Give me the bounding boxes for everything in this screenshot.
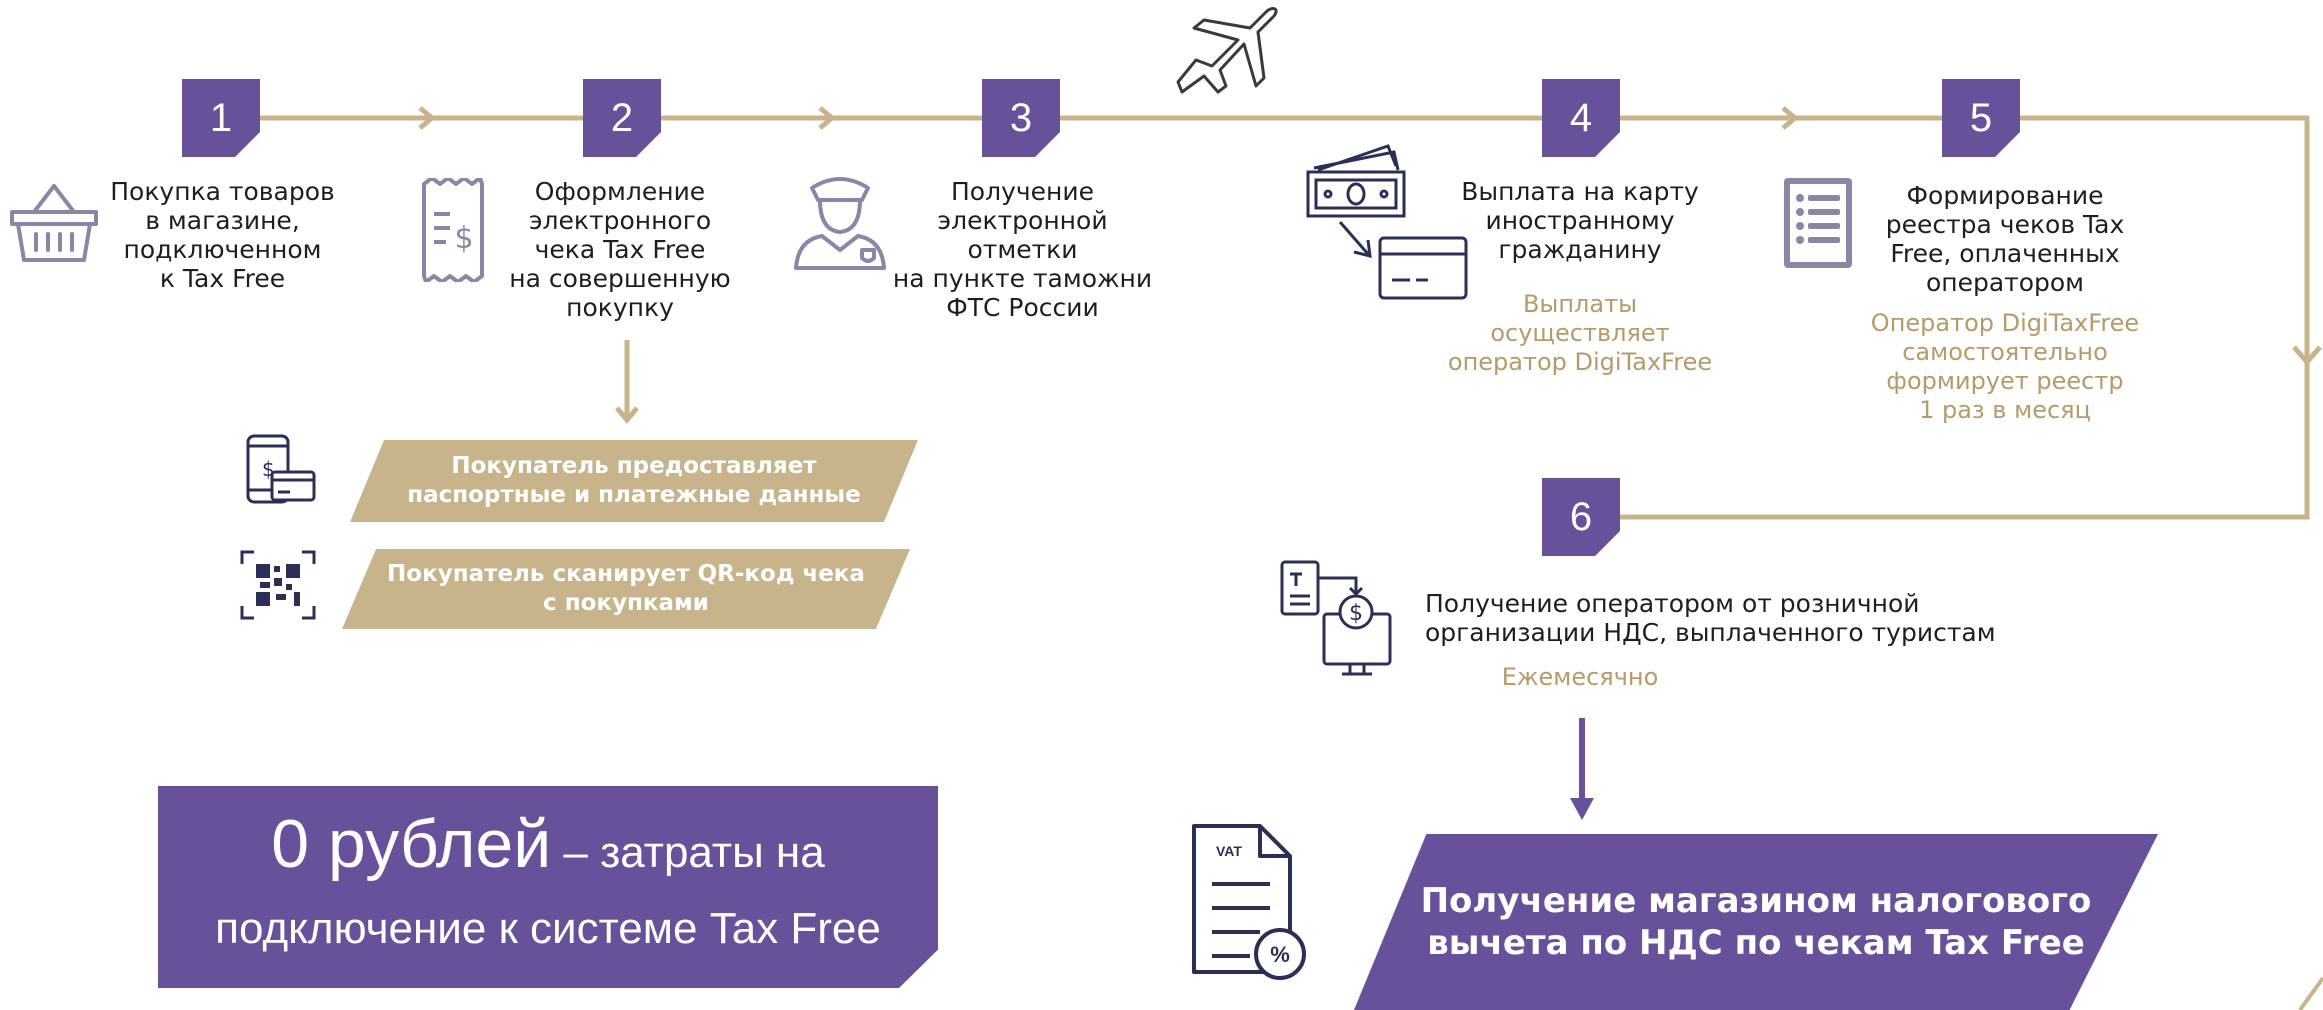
- step-3-number: 3: [982, 79, 1060, 157]
- cost-amount: 0 рублей: [271, 806, 552, 882]
- customs-officer-icon: [794, 177, 886, 270]
- arrow-head-1-2: [418, 106, 436, 130]
- sub-banner-qr-scan: Покупатель сканирует QR-код чека с покуп…: [342, 549, 910, 629]
- vat-document-label: VAT: [1216, 843, 1242, 859]
- sub-banner-passport-data: Покупатель предоставляет паспортные и пл…: [350, 440, 918, 522]
- step-2-text: Оформление электронного чека Tax Free на…: [509, 177, 731, 322]
- step-6-note: Ежемесячно: [1501, 663, 1659, 691]
- cost-banner: 0 рублей – затраты на подключение к сист…: [158, 786, 938, 988]
- receipt-icon: $: [422, 178, 484, 282]
- shopping-basket-icon: [10, 184, 98, 262]
- svg-text:$: $: [262, 457, 275, 481]
- step-4-note: Выплаты осуществляет оператор DigiTaxFre…: [1447, 290, 1713, 376]
- result-banner: Получение магазином налогового вычета по…: [1354, 834, 2158, 1010]
- cash-to-card-icon: [1306, 144, 1468, 300]
- vat-document-icon: VAT %: [1192, 824, 1306, 980]
- step-3-text: Получение электронной отметки на пункте …: [892, 177, 1153, 322]
- cost-caption-2: подключение к системе Tax Free: [215, 904, 881, 953]
- arrow-head-down-right: [2292, 345, 2322, 366]
- vat-transfer-icon: $: [1280, 560, 1392, 676]
- register-list-icon: [1784, 178, 1852, 268]
- arrow-head-4-5: [1781, 106, 1799, 130]
- return-flow-line: [1620, 115, 2310, 520]
- svg-text:$: $: [1349, 601, 1363, 626]
- step-4-number: 4: [1542, 79, 1620, 157]
- phone-card-icon: $: [246, 434, 316, 504]
- step-6-text: Получение оператором от розничной органи…: [1425, 589, 1996, 647]
- step-6-number: 6: [1542, 478, 1620, 556]
- step-5-note: Оператор DigiTaxFree самостоятельно форм…: [1870, 309, 2140, 424]
- step-1-text: Покупка товаров в магазине, подключенном…: [110, 177, 335, 293]
- svg-text:$: $: [454, 221, 473, 256]
- step-5-text: Формирование реестра чеков Tax Free, опл…: [1885, 181, 2125, 297]
- cost-caption-1: – затраты на: [551, 828, 825, 877]
- step-1-number: 1: [182, 79, 260, 157]
- step-5-number: 5: [1942, 79, 2020, 157]
- airplane-icon: [1176, 7, 1278, 94]
- qr-code-icon: [240, 550, 316, 620]
- step-4-text: Выплата на карту иностранному гражданину: [1461, 177, 1699, 264]
- vat-document-percent: %: [1270, 942, 1290, 967]
- arrow-head-2-3: [818, 106, 836, 130]
- step-2-number: 2: [583, 79, 661, 157]
